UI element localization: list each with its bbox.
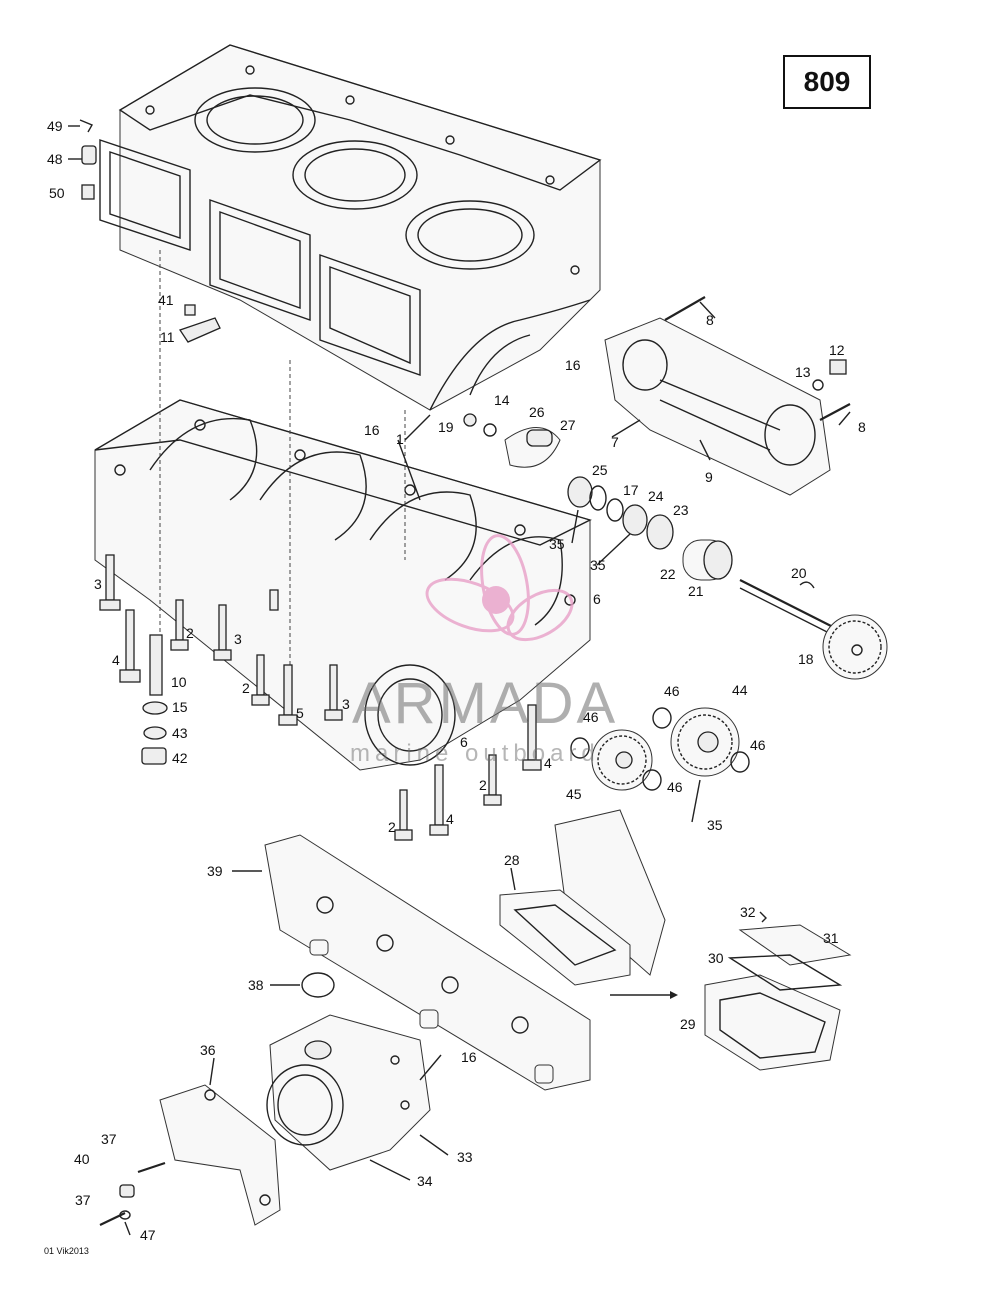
callout-36: 36 (200, 1042, 216, 1058)
callout-40: 40 (74, 1151, 90, 1167)
callout-45: 45 (566, 786, 582, 802)
callout-26: 26 (529, 404, 545, 420)
callout-18: 18 (798, 651, 814, 667)
callout-2-right: 2 (479, 777, 487, 793)
callout-2-left: 2 (186, 625, 194, 641)
callout-35-c: 35 (707, 817, 723, 833)
bracket-hardware-drawing (99, 1161, 166, 1226)
callout-2-bottom: 2 (388, 819, 396, 835)
callout-3-left: 3 (94, 576, 102, 592)
callout-31: 31 (823, 930, 839, 946)
callout-9: 9 (705, 469, 713, 485)
callout-50: 50 (49, 185, 65, 201)
callout-22: 22 (660, 566, 676, 582)
callout-5: 5 (296, 705, 304, 721)
watermark-title: ARMADA (352, 671, 619, 736)
callout-35-b: 35 (590, 557, 606, 573)
callout-10: 10 (171, 674, 187, 690)
callout-6-bottom: 6 (460, 734, 468, 750)
rotary-valve-cover-drawing (604, 296, 851, 496)
callout-8-top: 8 (706, 312, 714, 328)
callout-30: 30 (708, 950, 724, 966)
callout-25: 25 (592, 462, 608, 478)
callout-20: 20 (791, 565, 807, 581)
callout-21: 21 (688, 583, 704, 599)
callout-43: 43 (172, 725, 188, 741)
upper-crankcase-drawing (99, 44, 602, 411)
callout-16-bottom: 16 (461, 1049, 477, 1065)
callout-8-right: 8 (858, 419, 866, 435)
reed-valve-drawing (499, 809, 852, 1071)
callout-46-c: 46 (750, 737, 766, 753)
callout-27: 27 (560, 417, 576, 433)
callout-35-a: 35 (549, 536, 565, 552)
callout-23: 23 (673, 502, 689, 518)
pump-housing-drawing (159, 1014, 431, 1226)
shaft-gear-drawing (739, 579, 888, 680)
callout-37-bottom: 37 (75, 1192, 91, 1208)
footer-code: 01 Vik2013 (44, 1246, 89, 1256)
callout-41: 41 (158, 292, 174, 308)
callout-16-mid: 16 (364, 422, 380, 438)
callout-3-right: 3 (342, 696, 350, 712)
lower-crankcase-drawing (94, 399, 592, 771)
callout-46-a: 46 (664, 683, 680, 699)
callout-12: 12 (829, 342, 845, 358)
callout-19: 19 (438, 419, 454, 435)
watermark-subtitle: marine outboard (350, 740, 600, 767)
callout-28: 28 (504, 852, 520, 868)
callout-4-bottom: 4 (446, 811, 454, 827)
intake-manifold-drawing (264, 834, 591, 1091)
callout-33: 33 (457, 1149, 473, 1165)
callout-24: 24 (648, 488, 664, 504)
callout-29: 29 (680, 1016, 696, 1032)
callout-34: 34 (417, 1173, 433, 1189)
watermark-logo (425, 534, 574, 642)
gears-washers-drawing (570, 707, 750, 791)
callout-46-d: 46 (667, 779, 683, 795)
leader-lines (68, 125, 851, 1236)
page-number-box: 809 (783, 55, 871, 109)
upper-small-parts-drawing (79, 119, 221, 343)
callout-16-top: 16 (565, 357, 581, 373)
callout-7: 7 (611, 434, 619, 450)
crankcase-bolts-drawing (99, 554, 542, 841)
callout-11: 11 (160, 329, 175, 345)
callout-6-right: 6 (593, 591, 601, 607)
callout-15: 15 (172, 699, 188, 715)
callout-2-mid: 2 (242, 680, 250, 696)
callout-48: 48 (47, 151, 63, 167)
callout-39: 39 (207, 863, 223, 879)
callout-49: 49 (47, 118, 63, 134)
callout-14: 14 (494, 392, 510, 408)
callout-32: 32 (740, 904, 756, 920)
callout-42: 42 (172, 750, 188, 766)
callout-1: 1 (396, 431, 404, 447)
callout-44: 44 (732, 682, 748, 698)
bearing-stack-drawing (463, 413, 733, 581)
callout-38: 38 (248, 977, 264, 993)
page-number: 809 (803, 66, 851, 97)
callout-4-left: 4 (112, 652, 120, 668)
callout-3-mid: 3 (234, 631, 242, 647)
callout-47: 47 (140, 1227, 156, 1243)
callout-4-mid: 4 (544, 755, 552, 771)
callout-37-top: 37 (101, 1131, 117, 1147)
callout-17: 17 (623, 482, 639, 498)
callout-46-b: 46 (583, 709, 599, 725)
callout-13: 13 (795, 364, 811, 380)
